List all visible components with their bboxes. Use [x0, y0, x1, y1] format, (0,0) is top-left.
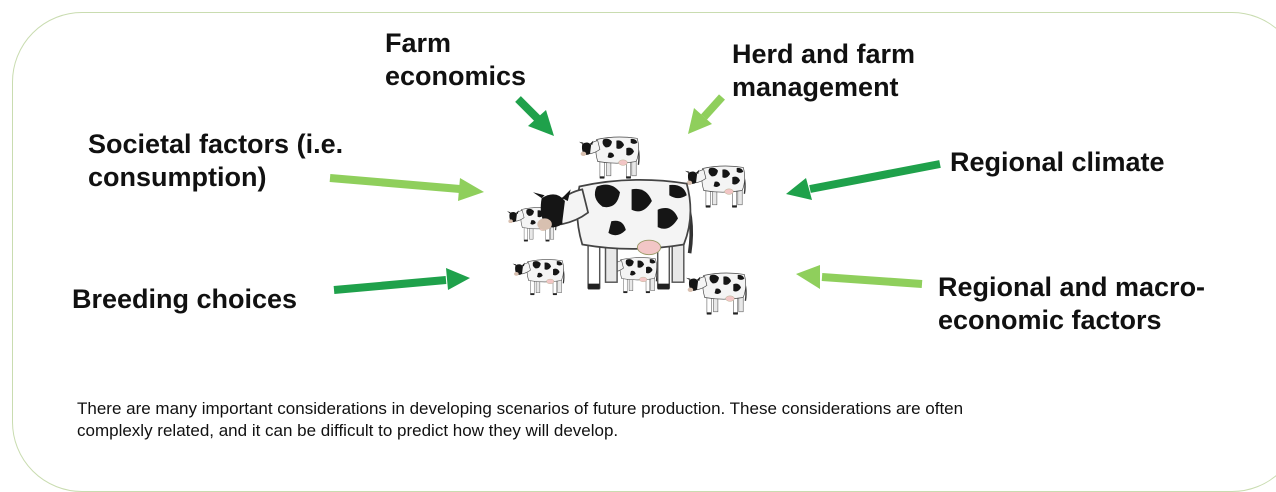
factor-farm-economics-line-1: Farm	[385, 28, 452, 58]
factor-breeding-choices: Breeding choices	[72, 283, 297, 316]
factor-societal: Societal factors (i.e. consumption)	[88, 128, 343, 194]
diagram-artwork	[329, 94, 941, 316]
arrow-breeding	[333, 268, 470, 294]
arrow-herd-management	[688, 94, 725, 134]
factor-regional-climate-line-1: Regional climate	[950, 147, 1165, 177]
cow-icon	[512, 258, 565, 296]
arrow-societal	[329, 174, 484, 201]
factor-herd-management-line-1: Herd and farm	[732, 39, 916, 69]
cow-icon	[578, 136, 640, 180]
factor-herd-management-line-2: management	[732, 72, 899, 102]
factor-societal-line-1: Societal factors (i.e.	[88, 129, 344, 159]
arrow-regional-macro	[796, 265, 923, 289]
arrow-climate	[786, 160, 941, 200]
arrow-farm-economics	[515, 96, 554, 136]
factor-farm-economics-line-2: economics	[385, 61, 527, 91]
factor-regional-macro-line-1: Regional and macro-	[938, 272, 1206, 302]
cow-icon	[684, 165, 746, 209]
factor-societal-line-2: consumption)	[88, 162, 267, 192]
factor-regional-macro-line-2: economic factors	[938, 305, 1162, 335]
factor-regional-macro: Regional and macro- economic factors	[938, 271, 1205, 337]
cow-herd-image	[506, 136, 747, 316]
factor-regional-climate: Regional climate	[950, 146, 1165, 179]
caption-line-1: There are many important considerations …	[77, 399, 964, 418]
factor-herd-management: Herd and farm management	[732, 38, 915, 104]
caption-line-2: complexly related, and it can be difficu…	[77, 421, 619, 440]
caption-text: There are many important considerations …	[77, 398, 1227, 442]
cow-icon	[685, 272, 747, 316]
factor-farm-economics: Farm economics	[385, 27, 526, 93]
factor-breeding-choices-line-1: Breeding choices	[72, 284, 298, 314]
